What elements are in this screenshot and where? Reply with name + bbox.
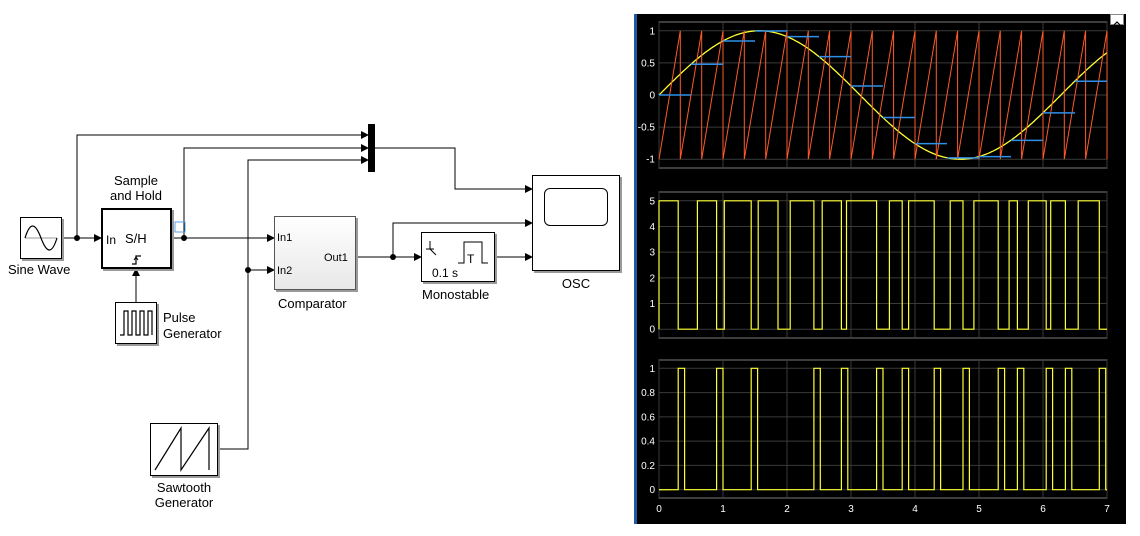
y-tick-label: 1 bbox=[649, 299, 655, 310]
sine-wave-label: Sine Wave bbox=[8, 262, 71, 277]
branch-dot bbox=[390, 254, 396, 260]
comparator-in1-port: In1 bbox=[277, 232, 293, 244]
wire-mux-to-osc bbox=[375, 147, 533, 193]
y-tick-label: 4 bbox=[649, 222, 655, 233]
monostable-t-label: T bbox=[467, 252, 475, 266]
wire-comparator-to-osc bbox=[392, 219, 533, 257]
pulse-generator-label-1: Pulse bbox=[163, 310, 196, 325]
y-tick-label: 0.4 bbox=[641, 437, 655, 448]
sample-hold-center-label: S/H bbox=[125, 231, 147, 246]
port-selection-marker bbox=[174, 221, 186, 233]
sine-wave-block[interactable] bbox=[20, 217, 62, 259]
sawtooth-icon bbox=[154, 425, 210, 472]
scope-plots: -1 -0.5 0 0.5 1 0 1 2 3 4 5 0 0.2 0.4 0.6 0.8 1 0 1 2 3 4 5 6 7 bbox=[638, 21, 1110, 515]
comparator-block[interactable]: In1 In2 Out1 bbox=[274, 216, 356, 290]
x-tick-label: 1 bbox=[720, 504, 726, 515]
digital-trace bbox=[658, 367, 1108, 491]
wire-sawtooth bbox=[218, 156, 369, 450]
y-tick-label: 0.6 bbox=[641, 412, 655, 423]
x-tick-label: 4 bbox=[912, 504, 918, 515]
osc-block[interactable] bbox=[532, 175, 620, 271]
sawtooth-generator-block[interactable] bbox=[150, 423, 218, 476]
branch-dot bbox=[181, 235, 187, 241]
y-tick-label: 0 bbox=[649, 91, 655, 102]
scope-left-edge bbox=[634, 14, 637, 524]
pulse-generator-label-2: Generator bbox=[163, 326, 222, 341]
sawtooth-label-1: Sawtooth bbox=[156, 480, 212, 495]
sample-hold-title-1: Sample bbox=[113, 173, 159, 188]
pulse-generator-block[interactable] bbox=[115, 302, 157, 344]
comparator-label: Comparator bbox=[278, 296, 347, 311]
scope-screen-icon bbox=[544, 188, 608, 226]
y-tick-label: 0.2 bbox=[641, 461, 655, 472]
y-tick-label: 3 bbox=[649, 248, 655, 259]
y-tick-label: -0.5 bbox=[638, 123, 656, 134]
sample-hold-block[interactable]: In S/H bbox=[101, 208, 172, 269]
y-tick-label: -1 bbox=[646, 155, 655, 166]
sawtooth-label-2: Generator bbox=[154, 495, 214, 510]
y-tick-label: 5 bbox=[649, 196, 655, 207]
sample-hold-title-2: and Hold bbox=[109, 188, 163, 203]
monostable-icon bbox=[426, 241, 488, 264]
monostable-block[interactable]: 0.1 s T bbox=[421, 232, 495, 282]
trigger-edge-icon bbox=[132, 255, 141, 265]
y-tick-label: 0 bbox=[649, 325, 655, 336]
sample-hold-in-port: In bbox=[106, 233, 117, 247]
scope-display: -1 -0.5 0 0.5 1 0 1 2 3 4 5 0 0.2 0.4 0.6 0.8 1 0 1 2 3 4 5 6 7 bbox=[634, 14, 1126, 524]
x-tick-label: 5 bbox=[976, 504, 982, 515]
x-tick-label: 2 bbox=[784, 504, 790, 515]
x-tick-label: 0 bbox=[656, 504, 662, 515]
y-tick-label: 2 bbox=[649, 273, 655, 284]
y-tick-label: 0.8 bbox=[641, 388, 655, 399]
digital-trace bbox=[658, 200, 1108, 330]
restore-window-icon[interactable] bbox=[1110, 14, 1124, 26]
comparator-out1-port: Out1 bbox=[324, 252, 348, 264]
monostable-delay: 0.1 s bbox=[432, 266, 459, 280]
branch-dot bbox=[245, 267, 251, 273]
y-tick-label: 0.5 bbox=[641, 58, 655, 69]
wire-sine-to-mux bbox=[76, 131, 369, 238]
plot-frame bbox=[658, 191, 1108, 339]
mux-block bbox=[368, 124, 375, 172]
monostable-label: Monostable bbox=[422, 287, 490, 302]
y-tick-label: 0 bbox=[649, 485, 655, 496]
pulse-train-icon bbox=[120, 310, 153, 336]
signal-lines bbox=[62, 124, 533, 450]
x-tick-label: 3 bbox=[848, 504, 854, 515]
branch-dot bbox=[74, 235, 80, 241]
y-tick-label: 1 bbox=[649, 26, 655, 37]
y-tick-label: 1 bbox=[649, 364, 655, 375]
osc-label: OSC bbox=[561, 276, 591, 291]
x-tick-label: 6 bbox=[1040, 504, 1046, 515]
comparator-in2-port: In2 bbox=[277, 265, 293, 277]
wire-sh-to-mux bbox=[183, 144, 369, 238]
sine-icon bbox=[24, 225, 58, 251]
x-tick-label: 7 bbox=[1104, 504, 1110, 515]
